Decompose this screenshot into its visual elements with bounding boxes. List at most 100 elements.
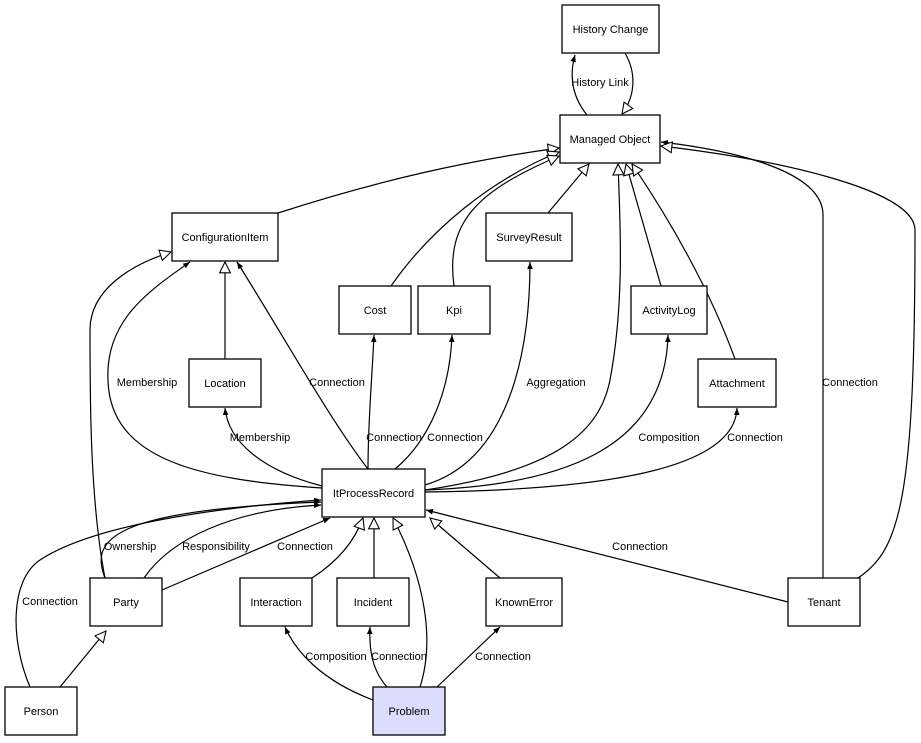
edge-label: Ownership <box>104 541 157 553</box>
node-incident[interactable]: Incident <box>336 577 410 627</box>
edge-survey-result-to-managed-object <box>547 164 589 214</box>
node-cost[interactable]: Cost <box>338 285 412 335</box>
generalization-arrow <box>452 156 559 287</box>
node-tenant[interactable]: Tenant <box>787 577 861 627</box>
node-attachment[interactable]: Attachment <box>697 358 777 408</box>
node-label: Kpi <box>446 305 462 317</box>
association-arrow <box>143 502 322 579</box>
node-known-error[interactable]: KnownError <box>485 577 563 627</box>
edge-person-to-it-process-record: Connection <box>15 497 322 688</box>
node-box <box>336 577 410 627</box>
generalization-arrow <box>59 631 106 688</box>
node-configuration-item[interactable]: ConfigurationItem <box>171 212 279 262</box>
node-label: ConfigurationItem <box>182 232 269 244</box>
node-person[interactable]: Person <box>4 686 78 736</box>
node-box <box>372 686 446 736</box>
node-it-process-record[interactable]: ItProcessRecord <box>321 468 426 518</box>
node-kpi[interactable]: Kpi <box>417 285 491 335</box>
node-label: Location <box>204 378 246 390</box>
edge-problem-to-incident: Connection <box>366 626 427 688</box>
edge-activity-log-to-managed-object <box>626 164 662 287</box>
edge-label: Connection <box>822 377 878 389</box>
generalization-arrow <box>626 164 662 287</box>
node-box <box>338 285 412 335</box>
association-arrow <box>366 626 388 688</box>
node-box <box>417 285 491 335</box>
node-managed-object[interactable]: Managed Object <box>559 114 661 164</box>
node-party[interactable]: Party <box>89 577 163 627</box>
generalization-arrow <box>277 148 559 214</box>
edge-it-process-record-to-activity-log: Composition <box>424 334 700 491</box>
node-problem[interactable]: Problem <box>372 686 446 736</box>
association-arrow <box>394 334 455 470</box>
node-box <box>485 212 573 262</box>
edge-party-to-it-process-record: Connection <box>161 517 333 591</box>
node-box <box>171 212 279 262</box>
edge-label: Aggregation <box>526 377 585 389</box>
edge-label: Membership <box>117 377 178 389</box>
edge-label: History Link <box>571 77 629 89</box>
edge-label: Responsibility <box>182 541 250 553</box>
generalization-arrow <box>430 518 501 579</box>
edge-cost-to-managed-object <box>390 152 559 287</box>
node-interaction[interactable]: Interaction <box>239 577 313 627</box>
node-label: Problem <box>389 706 430 718</box>
node-box <box>89 577 163 627</box>
edge-it-process-record-to-managed-object <box>424 164 620 491</box>
edge-known-error-to-it-process-record <box>430 518 501 579</box>
node-box <box>561 4 660 54</box>
association-arrow <box>570 54 588 116</box>
association-arrow <box>424 261 533 486</box>
node-label: ItProcessRecord <box>333 488 414 500</box>
generalization-arrow <box>622 52 633 114</box>
association-arrow <box>284 626 374 701</box>
edge-configuration-item-to-managed-object <box>277 148 559 214</box>
edge-label: Connection <box>277 541 333 553</box>
node-label: Cost <box>364 305 387 317</box>
edge-label: Composition <box>638 432 699 444</box>
node-label: History Change <box>573 24 649 36</box>
edge-tenant-to-managed-object: Connection <box>660 140 878 578</box>
node-label: ActivityLog <box>642 305 695 317</box>
node-label: Incident <box>354 597 393 609</box>
node-label: Party <box>113 597 139 609</box>
edge-it-process-record-to-configuration-item: Connection <box>236 261 369 470</box>
association-arrow <box>425 509 789 603</box>
edge-label: Connection <box>427 432 483 444</box>
association-arrow <box>424 407 740 493</box>
node-box <box>321 468 426 518</box>
edge-kpi-to-managed-object <box>452 156 559 287</box>
edge-interaction-to-it-process-record <box>311 518 363 579</box>
edge-tenant-to-it-process-record: Connection <box>425 509 789 603</box>
association-arrow <box>107 261 323 489</box>
edge-label: Connection <box>309 377 365 389</box>
edges: History LinkConnectionConnectionConnecti… <box>15 52 916 701</box>
association-arrow <box>222 407 323 487</box>
node-box <box>787 577 861 627</box>
association-arrow <box>660 140 824 578</box>
association-arrow <box>436 626 501 688</box>
edge-it-process-record-to-attachment: Connection <box>424 407 783 493</box>
node-label: Tenant <box>807 597 840 609</box>
generalization-arrow <box>89 252 171 579</box>
node-label: Managed Object <box>570 134 651 146</box>
edge-tenant-to-managed-object <box>661 146 916 579</box>
node-box <box>485 577 563 627</box>
node-location[interactable]: Location <box>188 358 262 408</box>
node-history-change[interactable]: History Change <box>561 4 660 54</box>
edge-attachment-to-managed-object <box>632 164 736 360</box>
node-activity-log[interactable]: ActivityLog <box>630 285 708 335</box>
node-box <box>697 358 777 408</box>
generalization-arrow <box>424 164 620 491</box>
edge-history-change-to-managed-object <box>622 52 633 114</box>
edge-party-to-it-process-record: Responsibility <box>143 502 322 579</box>
node-survey-result[interactable]: SurveyResult <box>485 212 573 262</box>
generalization-arrow <box>311 518 363 579</box>
edge-label: Connection <box>475 651 531 663</box>
node-box <box>239 577 313 627</box>
edge-party-to-configuration-item <box>89 252 171 579</box>
edge-person-to-party <box>59 631 106 688</box>
node-label: Person <box>24 706 59 718</box>
